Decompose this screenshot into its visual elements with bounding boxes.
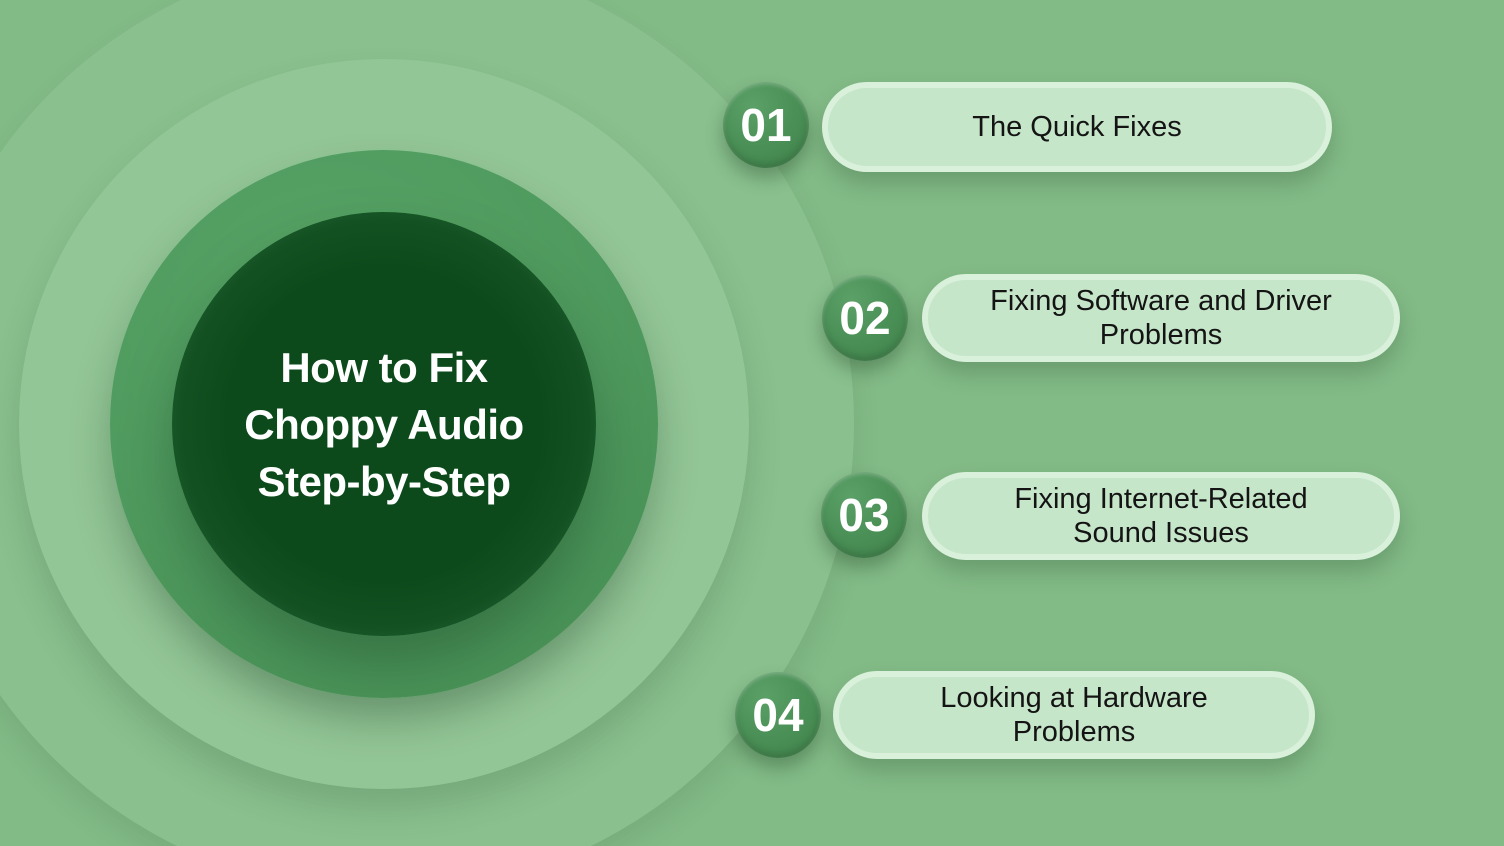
step-3-label-pill: Fixing Internet-Related Sound Issues — [922, 472, 1400, 560]
step-2-number-badge: 02 — [822, 275, 908, 361]
hero-circle: How to Fix Choppy Audio Step-by-Step — [172, 212, 596, 636]
step-1-label-pill: The Quick Fixes — [822, 82, 1332, 172]
step-4-label: Looking at Hardware Problems — [940, 682, 1208, 748]
step-1-label: The Quick Fixes — [972, 111, 1182, 143]
infographic-title: How to Fix Choppy Audio Step-by-Step — [244, 339, 524, 510]
title-line-3: Step-by-Step — [257, 457, 511, 505]
title-line-2: Choppy Audio — [244, 400, 524, 448]
step-3-number-badge: 03 — [821, 472, 907, 558]
step-1-number: 01 — [740, 99, 792, 151]
step-4-label-pill: Looking at Hardware Problems — [833, 671, 1315, 759]
step-2-number: 02 — [839, 292, 891, 344]
step-2-label: Fixing Software and Driver Problems — [990, 285, 1332, 351]
step-3-number: 03 — [838, 489, 890, 541]
step-4-number-badge: 04 — [735, 672, 821, 758]
step-1-number-badge: 01 — [723, 82, 809, 168]
step-2-label-pill: Fixing Software and Driver Problems — [922, 274, 1400, 362]
step-3-label: Fixing Internet-Related Sound Issues — [1014, 483, 1308, 549]
title-line-1: How to Fix — [280, 343, 488, 391]
step-4-number: 04 — [752, 689, 804, 741]
